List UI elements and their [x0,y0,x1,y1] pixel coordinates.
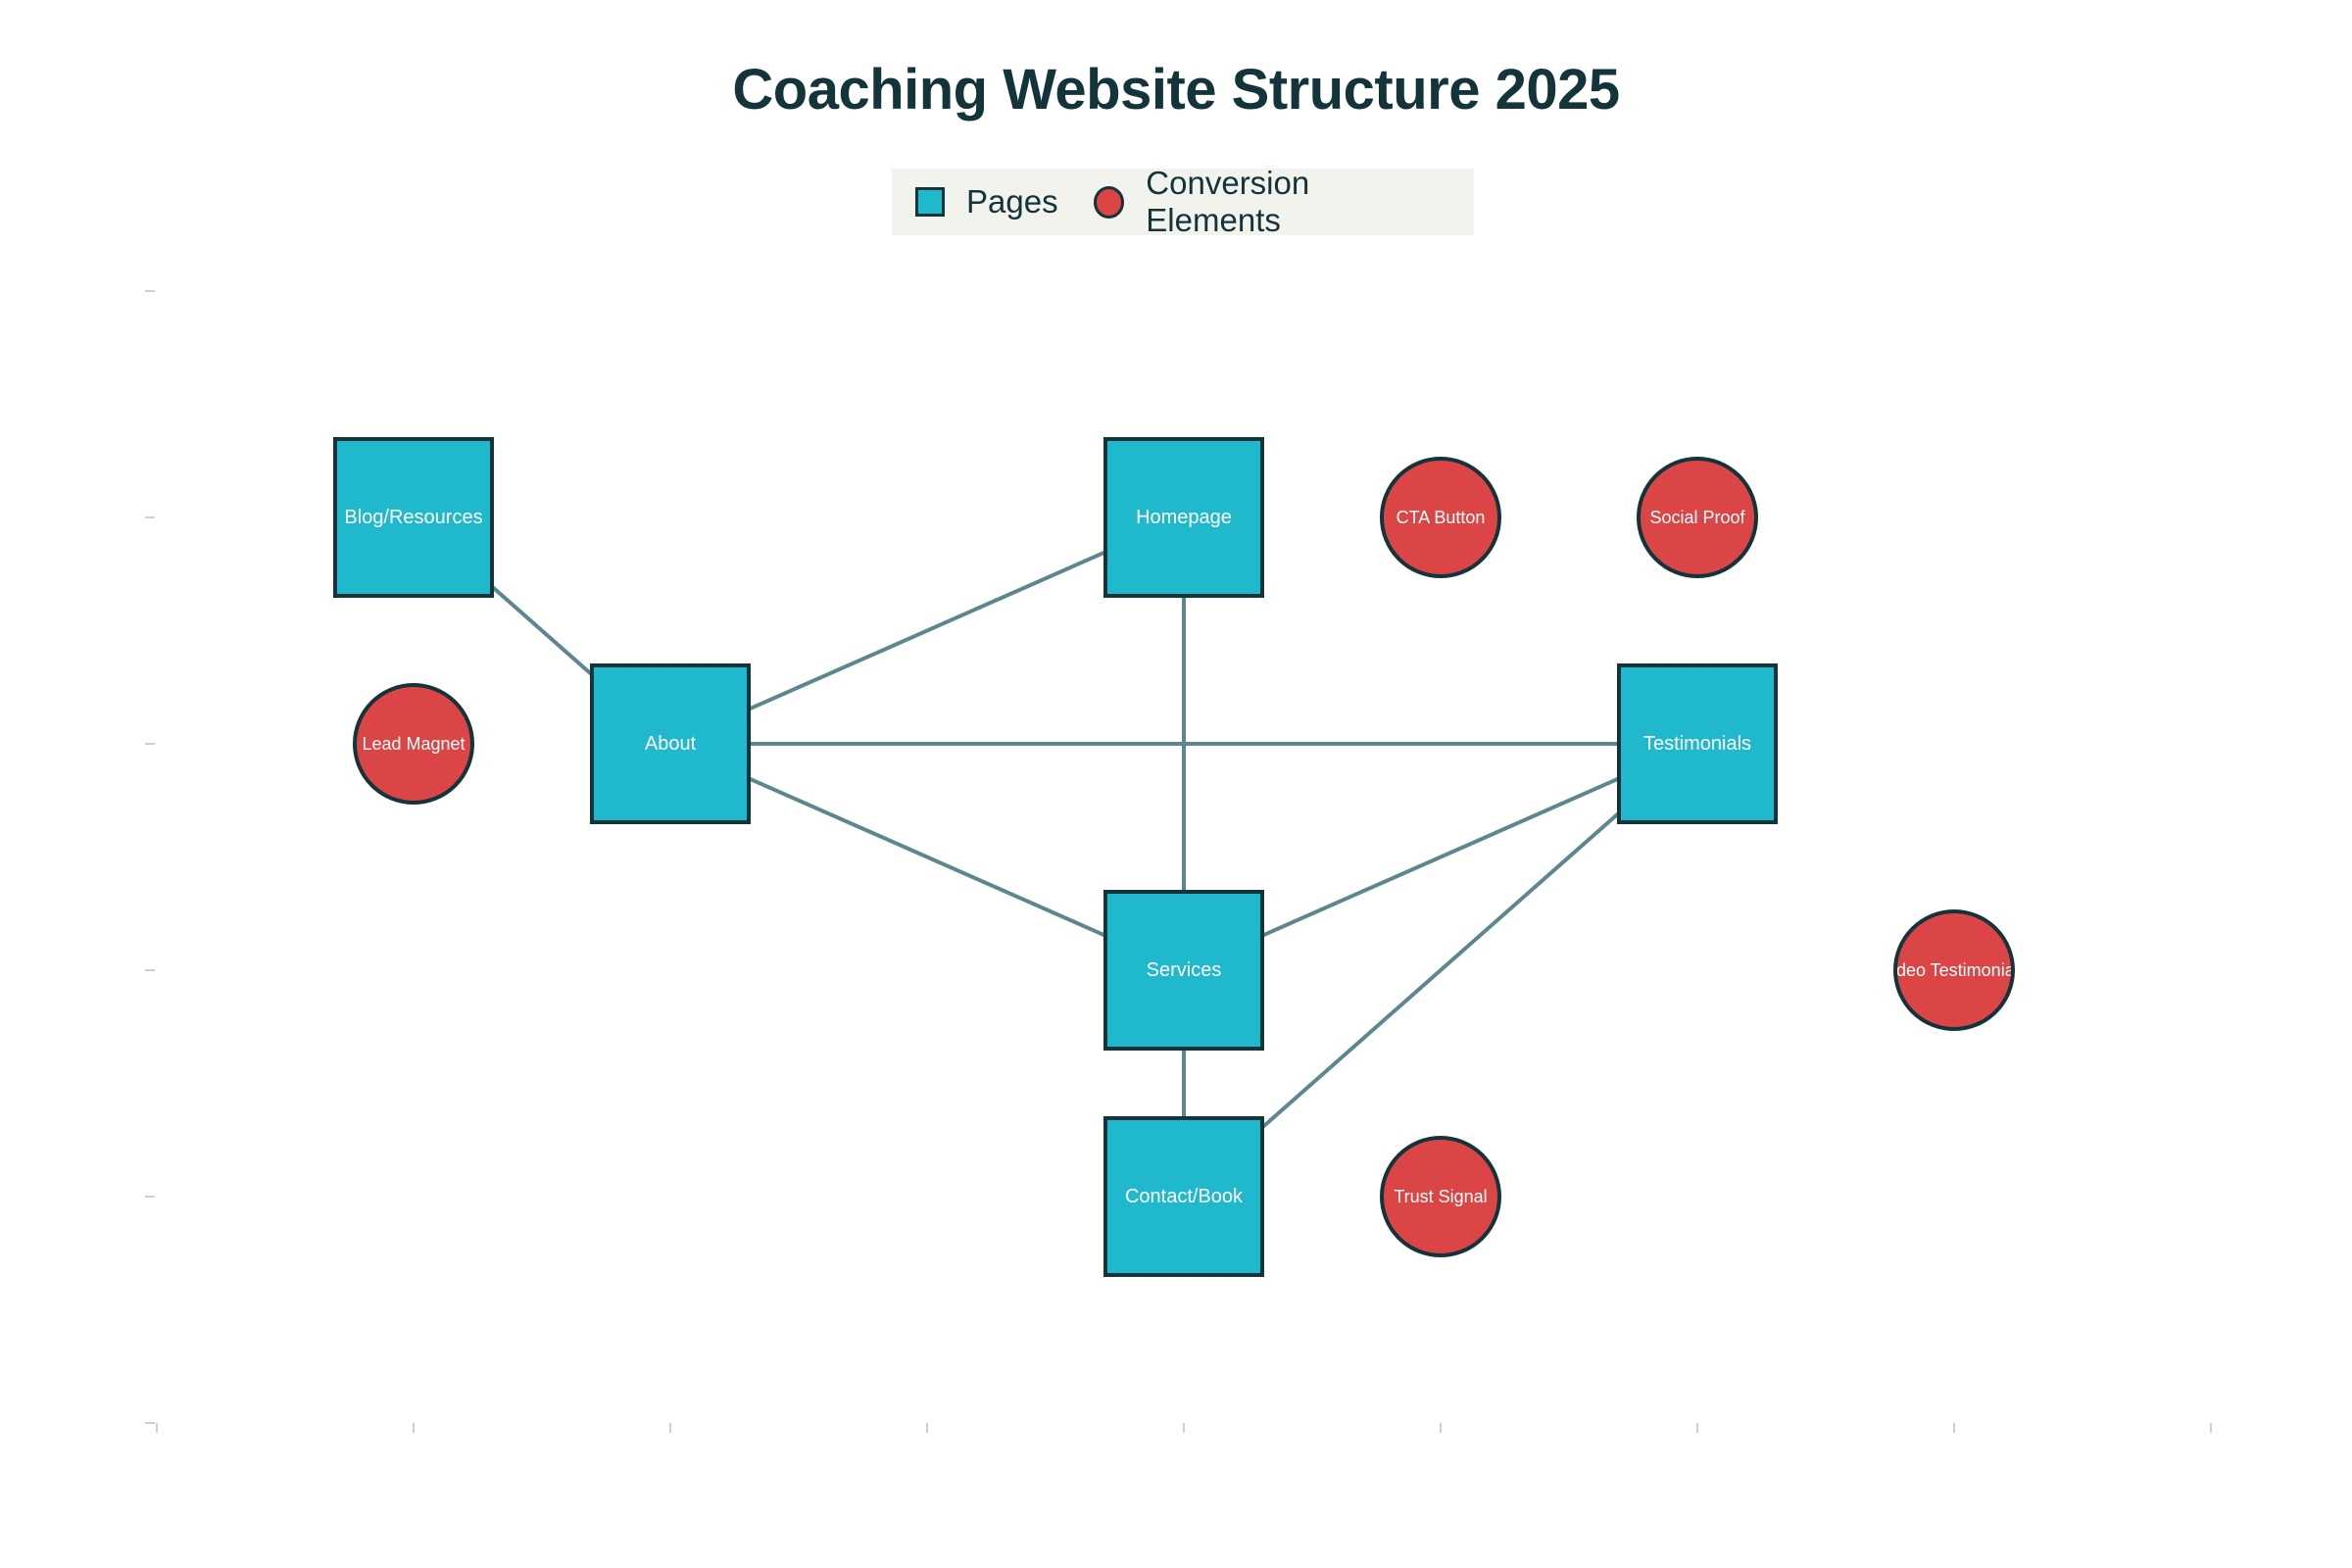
legend-item-conversion[interactable]: Conversion Elements [1093,165,1439,239]
legend-item-pages[interactable]: Pages [915,183,1058,220]
edge-contact-testimonials [1182,742,1699,1199]
page-square [590,663,751,824]
legend: Pages Conversion Elements [892,165,1474,238]
node-label: About [645,733,697,755]
page-square [333,437,494,598]
conversion-circle [1893,909,2015,1031]
nodes-layer: Blog/Resources Homepage CTA Button Social P… [333,437,2027,1277]
legend-label-pages: Pages [966,183,1058,220]
node-label: Testimonials [1643,733,1751,755]
page-title: Coaching Website Structure 2025 [732,58,1620,122]
node-label: Trust Signal [1394,1187,1487,1206]
node-video[interactable]: Video Testimonials [1881,909,2027,1031]
circle-icon [1093,185,1125,219]
node-blog[interactable]: Blog/Resources [333,437,494,598]
node-label: CTA Button [1396,508,1486,527]
page-square [1103,890,1264,1051]
node-testimonials[interactable]: Testimonials [1617,663,1778,824]
page-square [1103,1116,1264,1277]
node-label: Social Proof [1649,508,1745,527]
edge-about-services [669,742,1185,972]
node-label: Video Testimonials [1881,960,2027,980]
node-contact[interactable]: Contact/Book [1103,1116,1264,1277]
page-square [1617,663,1778,824]
node-trust[interactable]: Trust Signal [1380,1136,1501,1257]
square-icon [915,187,945,217]
node-social[interactable]: Social Proof [1637,457,1758,578]
edge-services-testimonials [1183,742,1698,972]
node-services[interactable]: Services [1103,890,1264,1051]
node-label: Contact/Book [1125,1186,1244,1207]
conversion-circle [1637,457,1758,578]
axis-ticks [145,290,2212,1433]
node-label: Services [1147,959,1222,981]
conversion-circle [1380,1136,1501,1257]
edges-layer [412,515,1699,1199]
node-cta[interactable]: CTA Button [1380,457,1501,578]
node-lead[interactable]: Lead Magnet [353,683,474,805]
conversion-circle [1380,457,1501,578]
node-label: Lead Magnet [362,734,465,754]
legend-label-conversion: Conversion Elements [1146,165,1310,238]
node-label: Blog/Resources [344,507,482,528]
edge-about-homepage [669,515,1185,746]
page-square [1103,437,1264,598]
node-label: Homepage [1136,507,1232,528]
node-about[interactable]: About [590,663,751,824]
node-homepage[interactable]: Homepage [1103,437,1264,598]
conversion-circle [353,683,474,805]
